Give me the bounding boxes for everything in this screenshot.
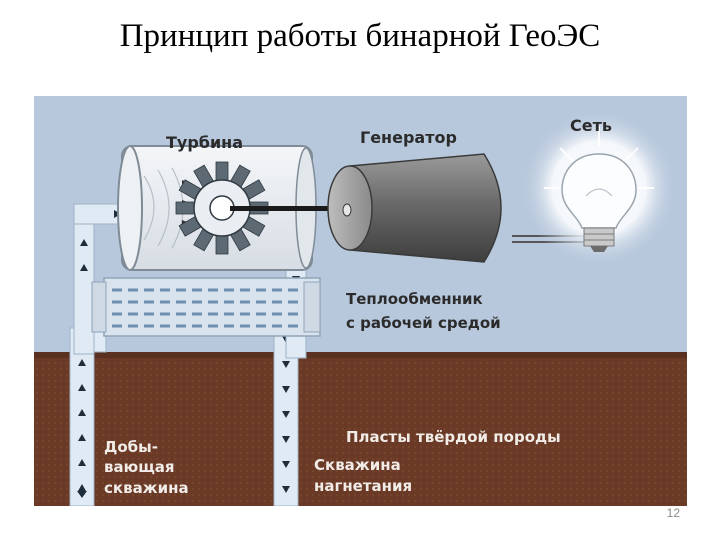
grid-label: Сеть [570,116,612,135]
injection-well-label-line2: нагнетания [314,477,412,495]
production-well [69,327,95,506]
heat-exchanger-label-line1: Теплообменник [346,290,483,308]
turbine-label: Турбина [166,133,243,152]
heat-exchanger [91,277,321,337]
page-number: 12 [666,506,680,520]
injection-well-label-line1: Скважина [314,456,401,474]
generator [327,153,594,263]
heat-exchanger-label-line2: с рабочей средой [346,314,501,332]
production-well-label-line1: Добы- [104,438,158,456]
turbine-shaft [230,206,350,211]
slide-title: Принцип работы бинарной ГеоЭС [119,18,601,54]
rock-layers-label: Пласты твёрдой породы [346,428,561,446]
light-bulb-icon [521,110,677,266]
ground-texture [34,354,687,506]
production-well-label-line3: скважина [104,479,189,497]
production-well-label-line2: вающая [104,458,175,476]
turbine [117,145,317,271]
geothermal-diagram: Турбина Генератор Сеть Теплообменник с р… [34,96,687,506]
generator-label: Генератор [360,128,457,147]
